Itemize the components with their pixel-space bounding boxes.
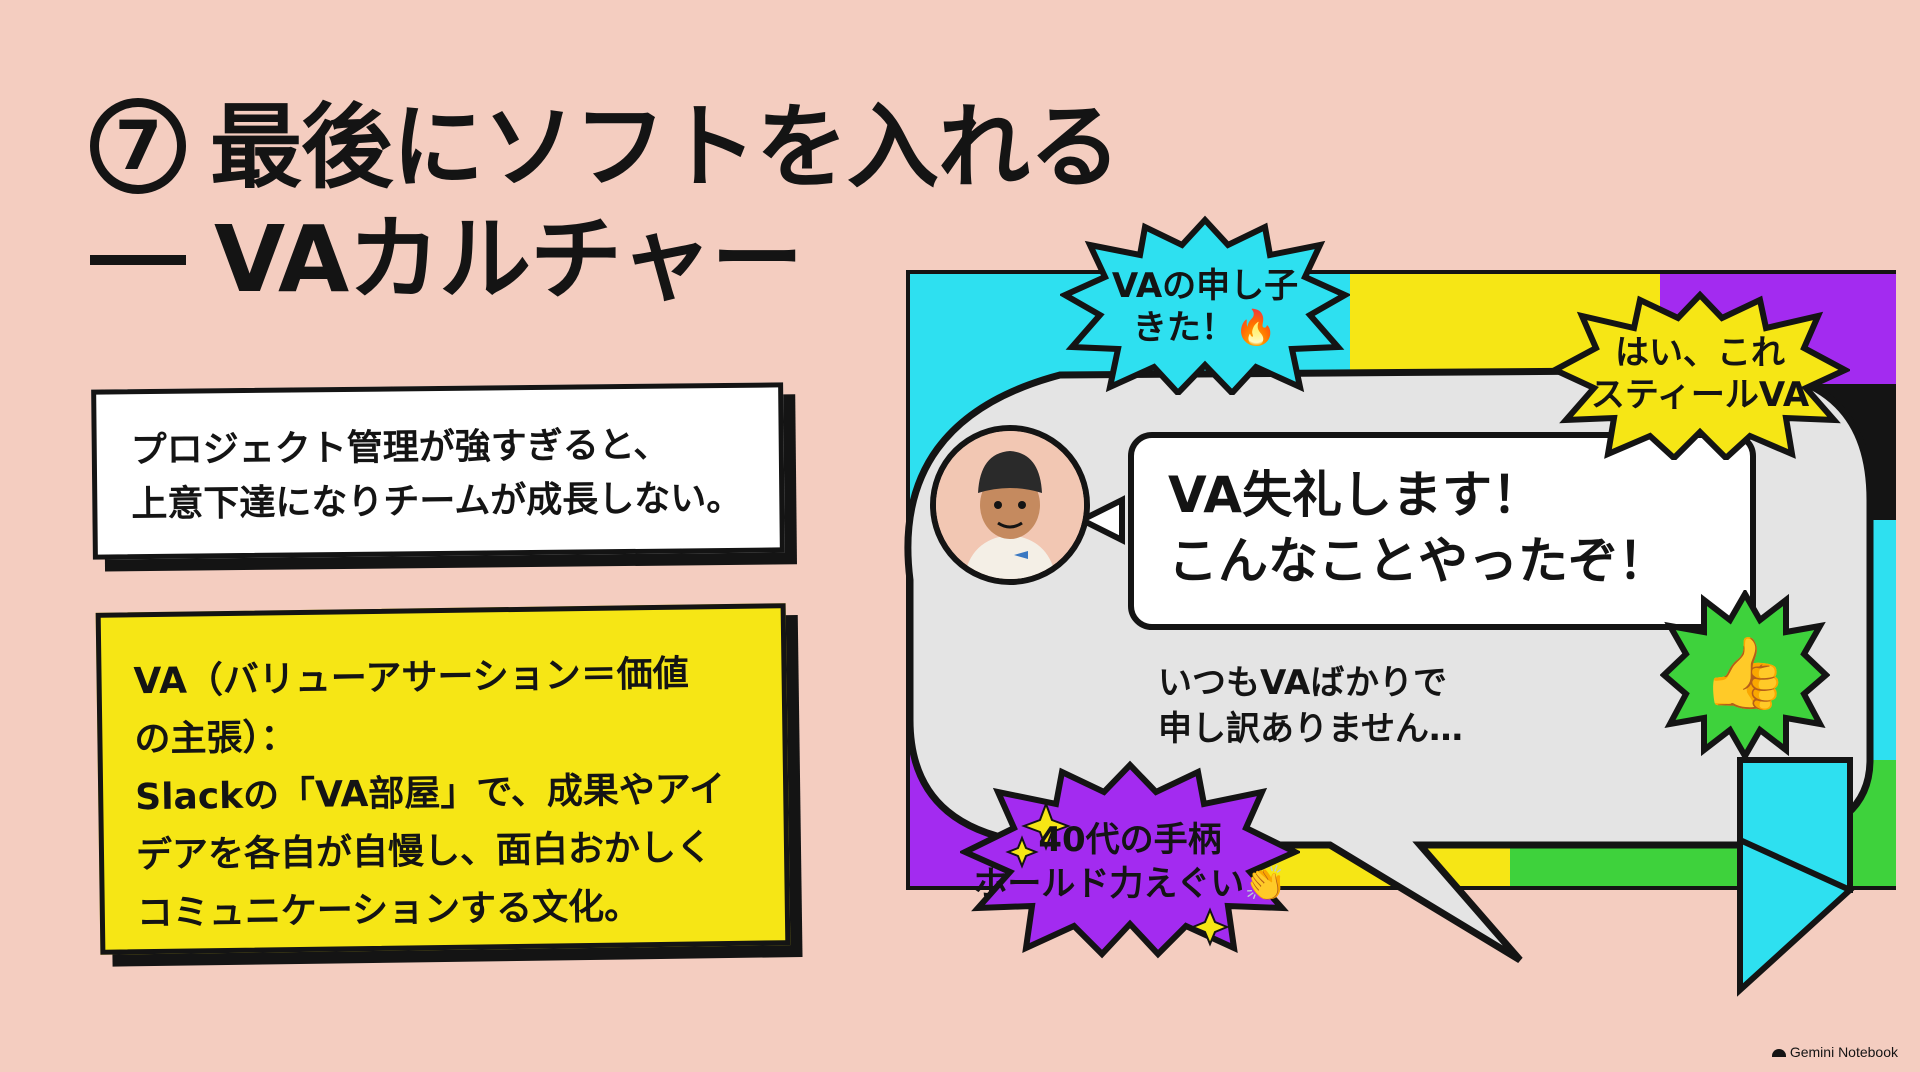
step-number-badge: 7 <box>90 97 186 194</box>
reply-line-2: 申し訳ありません… <box>1158 709 1463 749</box>
reply-line-1: いつもVAばかりで <box>1158 663 1447 703</box>
va-line-3: Slackの「VA部屋」で、成果やアイ <box>134 769 726 819</box>
problem-line-2: 上意下達になりチームが成長しない。 <box>131 477 743 526</box>
burst-top-line-2: きた！🔥 <box>1132 308 1278 348</box>
title-dash <box>90 254 186 265</box>
va-line-1: VA（バリューアサーション＝価値 <box>133 653 689 703</box>
chat-illustration: VA失礼します！ こんなことやったぞ！ いつもVAばかりで 申し訳ありません… … <box>860 200 1900 1020</box>
footer-watermark: Gemini Notebook <box>1771 1044 1898 1060</box>
burst-green-thumb: 👍 <box>1660 590 1830 760</box>
main-bubble-line-1: VA失礼します！ <box>1168 466 1542 524</box>
burst-top-cyan: VAの申し子 きた！🔥 <box>1060 215 1350 395</box>
title-line-2: VAカルチャー <box>90 204 1120 316</box>
avatar-illustration <box>936 431 1084 579</box>
burst-shape <box>960 760 1300 959</box>
footer-label: Gemini Notebook <box>1789 1044 1898 1060</box>
burst-right-yellow: はい、これ スティールVA <box>1550 290 1850 460</box>
burst-bottom-line-2: ホールド力えぐい👏 <box>973 864 1287 904</box>
va-line-2: の主張）： <box>134 717 297 761</box>
burst-right-line-2: スティールVA <box>1590 375 1810 415</box>
burst-bottom-purple: 40代の手柄 ホールド力えぐい👏 <box>960 760 1300 960</box>
reply-text: いつもVAばかりで 申し訳ありません… <box>1158 660 1463 752</box>
main-bubble-line-2: こんなことやったぞ！ <box>1168 532 1668 590</box>
va-line-5: コミュニケーションする文化。 <box>136 886 641 935</box>
main-speech-bubble: VA失礼します！ こんなことやったぞ！ <box>1128 432 1756 630</box>
user-avatar <box>930 425 1090 585</box>
va-definition-callout: VA（バリューアサーション＝価値 の主張）： Slackの「VA部屋」で、成果や… <box>95 603 791 955</box>
problem-line-1: プロジェクト管理が強すぎると、 <box>130 424 670 472</box>
burst-shape <box>1660 590 1830 760</box>
notebook-logo-icon <box>1771 1049 1786 1058</box>
burst-shape <box>1060 215 1350 395</box>
burst-right-line-1: はい、これ <box>1615 333 1785 373</box>
burst-shape <box>1550 290 1850 460</box>
burst-top-line-1: VAの申し子 <box>1111 266 1299 306</box>
problem-callout: プロジェクト管理が強すぎると、 上意下達になりチームが成長しない。 <box>91 382 785 560</box>
title-text-1: 最後にソフトを入れる <box>210 94 1121 201</box>
burst-bottom-line-1: 40代の手柄 <box>1038 820 1222 860</box>
va-line-4: デアを各自が自慢し、面白おかしく <box>135 827 713 877</box>
title-text-2: VAカルチャー <box>214 206 803 313</box>
thumbs-up-icon: 👍 <box>1701 632 1789 714</box>
